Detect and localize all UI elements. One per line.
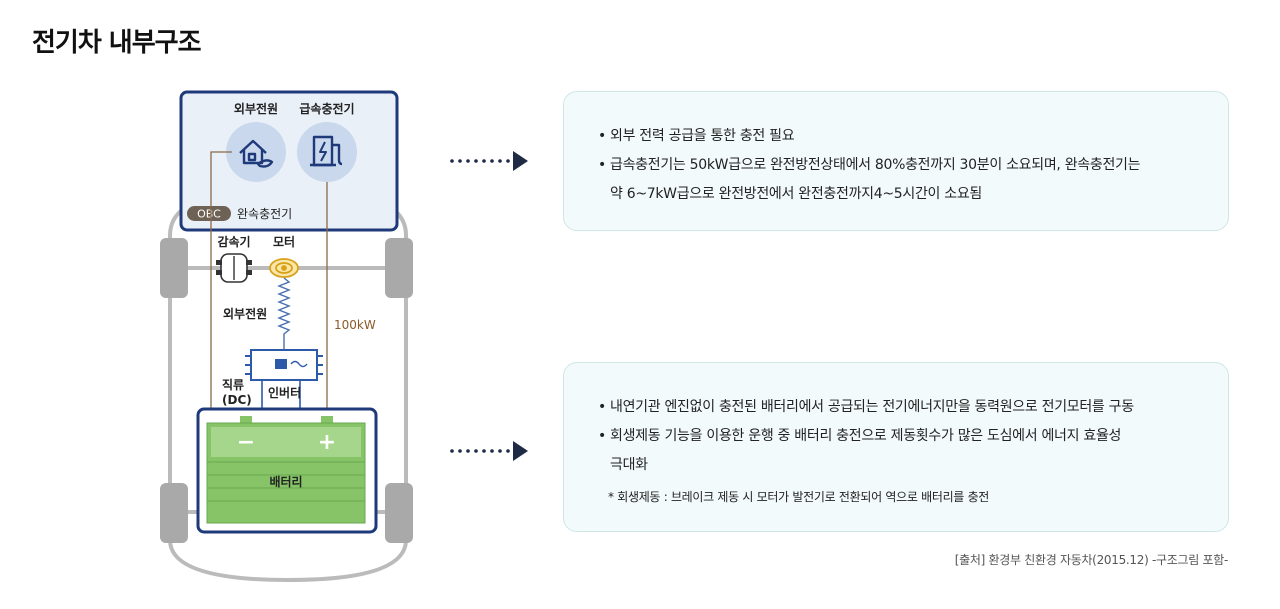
source-citation: [출처] 환경부 친환경 자동차(2015.12) -구조그림 포함-	[954, 553, 1229, 567]
list-item: 급속충전기는 50kW급으로 완전방전상태에서 80%충전까지 30분이 소요되…	[598, 151, 1198, 180]
page-title: 전기차 내부구조	[32, 28, 201, 58]
list-item: 외부 전력 공급을 통한 충전 필요	[598, 122, 1198, 151]
charging-info-box: 외부 전력 공급을 통한 충전 필요 급속충전기는 50kW급으로 완전방전상태…	[563, 91, 1229, 231]
external-power-wire	[210, 151, 232, 420]
motor-spring	[277, 277, 291, 350]
charging-info-list: 외부 전력 공급을 통한 충전 필요 급속충전기는 50kW급으로 완전방전상태…	[598, 122, 1198, 209]
external-power-mid-label: 외부전원	[223, 306, 267, 321]
dc-label-line1: 직류	[222, 377, 244, 392]
battery-terminal-plus	[321, 416, 333, 423]
charger-station-icon	[310, 135, 343, 167]
battery-minus-sign: −	[237, 430, 255, 455]
wheel-rear-left	[160, 483, 188, 543]
battery-label: 배터리	[269, 474, 302, 489]
fast-charger-label: 급속충전기	[299, 101, 354, 116]
battery-terminal-minus	[240, 416, 252, 423]
reducer-icon	[216, 253, 252, 283]
slow-charger-label: 완속충전기	[237, 207, 292, 221]
dc-label-line2: (DC)	[222, 393, 252, 407]
drive-info-box: 내연기관 엔진없이 충전된 배터리에서 공급되는 전기에너지만을 동력원으로 전…	[563, 362, 1229, 532]
drive-info-list: 내연기관 엔진없이 충전된 배터리에서 공급되는 전기에너지만을 동력원으로 전…	[598, 393, 1198, 480]
dotted-arrow-bottom	[450, 441, 528, 461]
external-power-circle	[226, 122, 286, 182]
list-item: 내연기관 엔진없이 충전된 배터리에서 공급되는 전기에너지만을 동력원으로 전…	[598, 393, 1198, 422]
list-item: 회생제동 기능을 이용한 운행 중 배터리 충전으로 제동횟수가 많은 도심에서…	[598, 422, 1198, 451]
regenerative-braking-note: * 회생제동 : 브레이크 제동 시 모터가 발전기로 전환되어 역으로 배터리…	[608, 490, 990, 504]
battery-top-cell	[211, 427, 361, 457]
reducer-label: 감속기	[217, 234, 250, 249]
list-item-continued: 극대화	[610, 457, 648, 473]
power-100kw-label: 100kW	[334, 318, 376, 332]
external-power-label: 외부전원	[234, 101, 278, 116]
motor-label: 모터	[273, 234, 295, 249]
list-item-continued: 약 6~7kW급으로 완전방전에서 완전충전까지4~5시간이 소요됨	[610, 186, 982, 202]
wheel-front-left	[160, 238, 188, 298]
house-plug-icon	[239, 139, 274, 168]
charging-panel	[179, 90, 399, 232]
obc-badge-text: OBC	[197, 208, 221, 221]
inverter-icon	[245, 349, 323, 381]
dotted-arrow-top	[450, 151, 528, 171]
inverter-label: 인버터	[268, 385, 301, 400]
battery-plus-sign: +	[318, 430, 336, 455]
wheel-rear-right	[385, 483, 413, 543]
obc-badge	[187, 206, 231, 221]
motor-icon	[269, 258, 299, 278]
wheel-front-right	[385, 238, 413, 298]
